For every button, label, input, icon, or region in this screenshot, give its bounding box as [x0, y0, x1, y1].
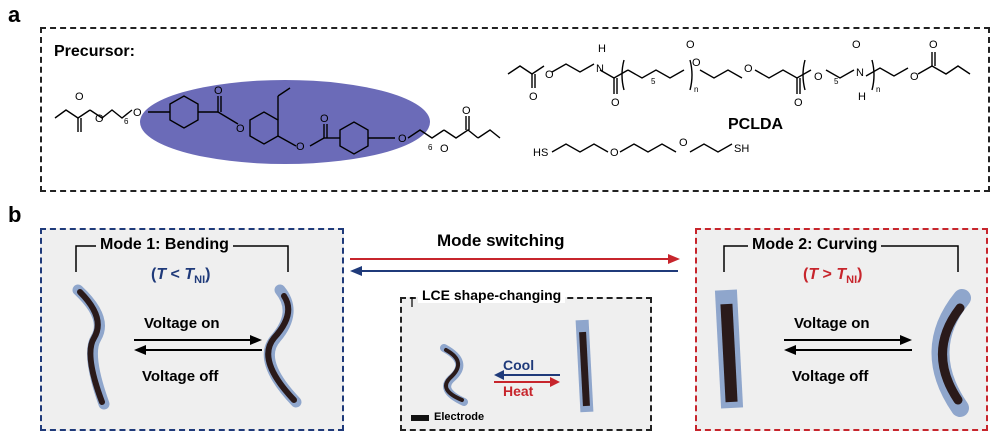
mode-switching-label: Mode switching: [437, 231, 565, 250]
atom-o: O: [320, 113, 329, 125]
subscript-six: 6: [428, 143, 433, 152]
atom-o: O: [214, 85, 223, 97]
panel-letter-a: a: [8, 2, 21, 27]
atom-o: O: [462, 105, 471, 117]
mesogen-atoms: O O O O O O O O O O: [75, 85, 471, 155]
atom-o: O: [236, 123, 245, 135]
pclda-skeleton: [507, 52, 971, 153]
mode2-voltage-off-label: Voltage off: [792, 368, 869, 385]
subscript-six: 6: [124, 117, 129, 126]
atom-n: N: [596, 63, 604, 75]
subscript-five: 5: [834, 77, 839, 86]
mode1-strip-right: [263, 284, 302, 408]
atom-h: H: [858, 91, 866, 103]
subscript-n: n: [694, 85, 698, 94]
mode1-strip-left: [72, 284, 110, 410]
atom-o: O: [744, 63, 753, 75]
electrode-legend-label: Electrode: [434, 411, 485, 423]
lce-strip-flat: [575, 319, 594, 413]
atom-o: O: [794, 97, 803, 109]
atom-o: O: [133, 107, 142, 119]
electrode-legend-swatch: [411, 415, 429, 421]
subscript-n: n: [876, 85, 880, 94]
heat-label: Heat: [503, 383, 534, 399]
cool-label: Cool: [503, 357, 535, 373]
atom-o: O: [910, 71, 919, 83]
atom-o: O: [929, 39, 938, 51]
mode2-title: Mode 2: Curving: [748, 236, 882, 254]
atom-o: O: [398, 133, 407, 145]
mode1-voltage-off-label: Voltage off: [142, 368, 219, 385]
atom-h: H: [598, 43, 606, 55]
atom-o: O: [814, 71, 823, 83]
atom-o: O: [95, 113, 104, 125]
atom-o: O: [440, 143, 449, 155]
mode2-voltage-on-label: Voltage on: [794, 315, 870, 332]
mode1-title: Mode 1: Bending: [96, 236, 233, 254]
atom-o: O: [611, 97, 620, 109]
precursor-box: [40, 27, 990, 192]
lce-box: [400, 297, 652, 431]
mode2-strip-flat: [714, 289, 744, 409]
atom-o: O: [545, 69, 554, 81]
atom-o: O: [529, 91, 538, 103]
atom-o: O: [692, 57, 701, 69]
pclda-label: PCLDA: [728, 116, 784, 133]
mesogen-highlight: [140, 80, 430, 164]
panel-letter-b: b: [8, 202, 22, 227]
atom-n: N: [856, 67, 864, 79]
atom-o: O: [296, 141, 305, 153]
mesogen-skeleton: [54, 87, 501, 155]
atom-o: O: [75, 91, 84, 103]
subscript-five: 5: [651, 77, 656, 86]
precursor-label: Precursor:: [54, 43, 135, 60]
atom-o: O: [686, 39, 695, 51]
mode2-strip-curved: [931, 289, 971, 417]
atom-o: O: [679, 137, 688, 149]
atom-o: O: [610, 147, 619, 159]
atom-o: O: [852, 39, 861, 51]
mode1-voltage-on-label: Voltage on: [144, 315, 220, 332]
mode2-condition: (T > TNI): [803, 266, 863, 287]
mode1-condition: (T < TNI): [151, 266, 211, 287]
atom-sh: SH: [734, 143, 749, 155]
lce-shape-changing-title: LCE shape-changing: [418, 287, 566, 303]
atom-hs: HS: [533, 147, 548, 159]
lce-strip-bent: [440, 344, 468, 406]
